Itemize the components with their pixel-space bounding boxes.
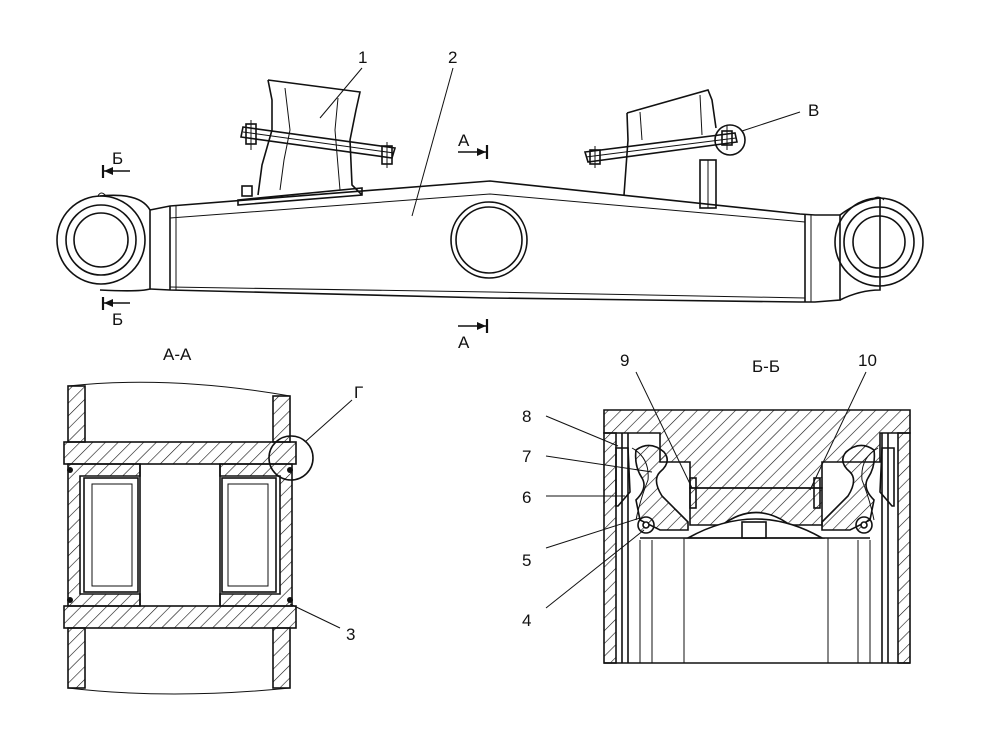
callout-g: Г [304, 383, 363, 443]
callout-5-label: 5 [522, 551, 531, 570]
callout-8: 8 [522, 407, 619, 447]
callout-8-label: 8 [522, 407, 531, 426]
callout-2-label: 2 [448, 48, 457, 67]
right-eye [834, 196, 924, 301]
callout-g-label: Г [354, 383, 363, 402]
section-aa-view [63, 381, 297, 695]
callout-7: 7 [522, 447, 653, 473]
section-mark-b-bottom: Б [101, 297, 130, 329]
left-bracket [237, 79, 397, 206]
callout-1: 1 [319, 48, 367, 119]
section-mark-a-bottom-label: А [458, 333, 470, 352]
detail-circle-v [714, 124, 746, 156]
callout-9-label: 9 [620, 351, 629, 370]
callout-9: 9 [620, 351, 693, 489]
left-eye [56, 192, 151, 292]
callout-10-label: 10 [858, 351, 877, 370]
callout-7-label: 7 [522, 447, 531, 466]
section-mark-b-top: Б [101, 149, 130, 178]
section-title-aa: А-А [163, 345, 192, 364]
section-mark-b-bottom-label: Б [112, 310, 123, 329]
section-title-bb: Б-Б [752, 357, 780, 376]
callout-4: 4 [522, 529, 645, 630]
section-mark-a-bottom: А [458, 319, 489, 352]
right-bracket [583, 89, 738, 209]
callout-5: 5 [522, 517, 641, 570]
callout-1-label: 1 [358, 48, 367, 67]
callout-3-label: 3 [346, 625, 355, 644]
section-mark-a-top: А [458, 131, 489, 159]
callout-v: В [741, 101, 819, 132]
callout-6-label: 6 [522, 488, 531, 507]
callout-v-label: В [808, 101, 819, 120]
section-mark-a-top-label: А [458, 131, 470, 150]
callout-10: 10 [809, 351, 877, 491]
callout-2: 2 [411, 48, 457, 217]
callout-3: 3 [289, 603, 355, 644]
section-mark-b-top-label: Б [112, 149, 123, 168]
detail-circle-g [268, 435, 314, 481]
beam-main-view [149, 180, 841, 303]
section-bb-view [603, 409, 911, 664]
callout-6: 6 [522, 488, 625, 507]
callout-4-label: 4 [522, 611, 531, 630]
